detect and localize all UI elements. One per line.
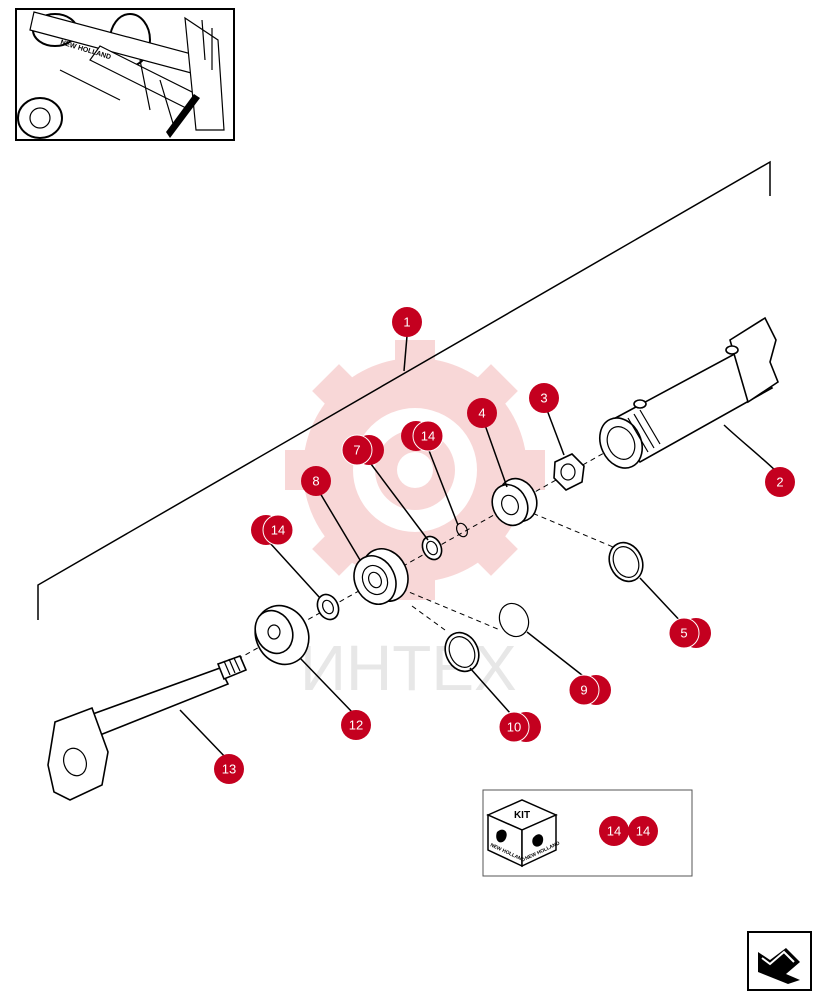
kit-panel: KIT NEW HOLLAND NEW HOLLAND 14 14 [482, 789, 693, 877]
part-14-snap-ring [455, 522, 469, 538]
callout-7-label: 7 [353, 443, 360, 458]
callout-8-label: 8 [312, 474, 319, 489]
part-9-o-ring [498, 602, 530, 638]
assembly-bracket [37, 160, 771, 620]
pointer-arrow-icon [166, 94, 200, 138]
part-4-gland [491, 477, 538, 527]
callout-14a-label: 14 [421, 429, 435, 444]
thumbnail-image: NEW HOLLAND [15, 8, 235, 141]
callout-2[interactable]: 2 [765, 467, 795, 497]
callout-10-label: 10 [507, 720, 521, 735]
part-2-cylinder-barrel [599, 316, 779, 469]
callout-14b-label: 14 [271, 523, 285, 538]
kit-item-14-a-label: 14 [607, 824, 621, 839]
kit-item-14-b-label: 14 [636, 824, 650, 839]
tractor-sketch [17, 11, 225, 139]
part-7-ring [421, 535, 443, 561]
callout-9-label: 9 [580, 683, 587, 698]
callout-1-label: 1 [403, 315, 410, 330]
callout-9[interactable]: 9 [568, 674, 611, 706]
callout-5-label: 5 [680, 626, 687, 641]
next-page-button[interactable] [747, 931, 812, 991]
callout-12-label: 12 [349, 718, 363, 733]
kit-item-14-a[interactable]: 14 [599, 816, 629, 846]
callout-7[interactable]: 7 [341, 434, 384, 466]
part-13-piston-rod [47, 654, 248, 801]
part-8-piston [353, 548, 409, 605]
kit-label: KIT [514, 810, 530, 821]
callout-4[interactable]: 4 [467, 398, 497, 428]
part-10-ring [444, 631, 480, 673]
callout-12[interactable]: 12 [341, 710, 371, 740]
callout-3-label: 3 [540, 391, 547, 406]
callout-2-label: 2 [776, 475, 783, 490]
part-3-nut [553, 453, 585, 491]
callout-5[interactable]: 5 [668, 617, 711, 649]
watermark-text: ИНТЕХ [300, 632, 517, 704]
kit-item-14-b[interactable]: 14 [628, 816, 658, 846]
callout-4-label: 4 [478, 406, 485, 421]
leaf-logo-icon [496, 829, 507, 843]
callout-10[interactable]: 10 [498, 711, 541, 743]
part-14-washer-left [316, 593, 340, 621]
part-12-head [254, 604, 310, 666]
callout-14-snap-ring[interactable]: 14 [401, 420, 444, 452]
callout-8[interactable]: 8 [301, 466, 331, 496]
callout-1[interactable]: 1 [392, 307, 422, 337]
leader-lines [179, 409, 781, 761]
part-5-ring [608, 541, 644, 583]
callout-3[interactable]: 3 [529, 383, 559, 413]
callout-14-washer[interactable]: 14 [251, 514, 294, 546]
callout-13[interactable]: 13 [214, 754, 244, 784]
leaf-logo-icon-right [532, 834, 544, 847]
kit-cube-icon: KIT NEW HOLLAND NEW HOLLAND [486, 799, 561, 868]
callout-13-label: 13 [222, 762, 236, 777]
